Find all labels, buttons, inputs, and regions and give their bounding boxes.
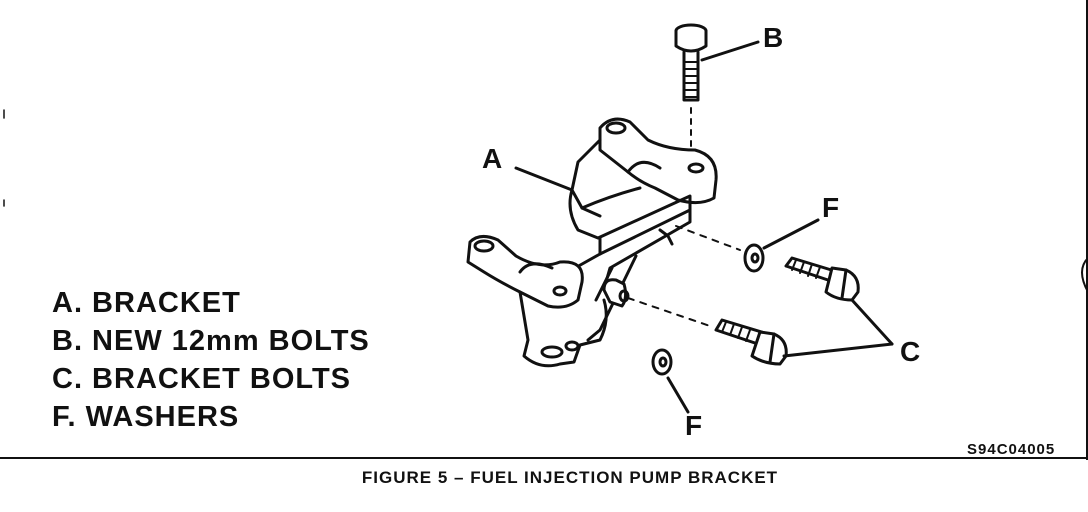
bolt-b-illustration (674, 23, 708, 102)
callout-label-b: B (763, 22, 784, 53)
callout-label-a: A (482, 143, 503, 174)
legend-item-c: C. BRACKET BOLTS (52, 363, 352, 395)
bracket-a-illustration (466, 117, 718, 368)
figure-bottom-rule (0, 457, 1088, 459)
washer-upper-illustration (743, 243, 765, 273)
legend-item-a: A. BRACKET (52, 287, 241, 319)
bolt-c-lower-illustration (714, 318, 788, 366)
legend-item-b: B. NEW 12mm BOLTS (52, 325, 370, 357)
callout-label-f-upper: F (822, 192, 840, 223)
callout-label-c: C (900, 336, 921, 367)
figure-right-rule (1086, 0, 1088, 460)
figure-code: S94C04005 (967, 441, 1056, 458)
parts-legend: A. BRACKET B. NEW 12mm BOLTS C. BRACKET … (52, 284, 370, 436)
figure-caption: FIGURE 5 – FUEL INJECTION PUMP BRACKET (361, 468, 779, 487)
bolt-c-upper-illustration (784, 256, 860, 302)
legend-item-f: F. WASHERS (52, 401, 240, 433)
washer-lower-illustration (651, 348, 673, 376)
callout-label-f-lower: F (685, 410, 703, 441)
